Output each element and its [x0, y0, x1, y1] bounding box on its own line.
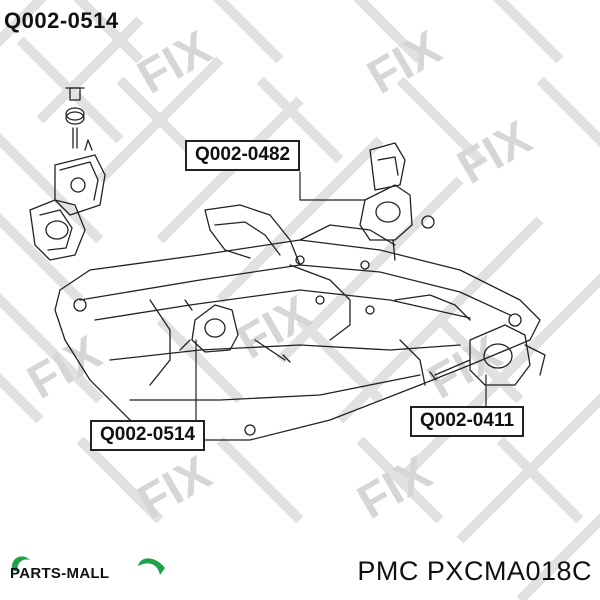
brand-swoosh: [11, 556, 165, 575]
part-callout-q002-0514[interactable]: Q002-0514: [90, 420, 206, 451]
subframe: [54, 204, 541, 441]
mount-center: [179, 299, 291, 363]
brand-logo-text: PARTS-MALL: [10, 565, 110, 582]
part-number-code: PMC PXCMA018C: [357, 556, 592, 586]
page-title: Q002-0514: [4, 8, 119, 33]
part-callout-q002-0411[interactable]: Q002-0411: [410, 406, 525, 437]
mount-top-left: [29, 87, 106, 261]
part-callout-q002-0482[interactable]: Q002-0482: [185, 140, 301, 171]
leader-lines: [195, 171, 487, 421]
mount-right: [429, 324, 546, 386]
mount-top-right: [359, 142, 435, 261]
